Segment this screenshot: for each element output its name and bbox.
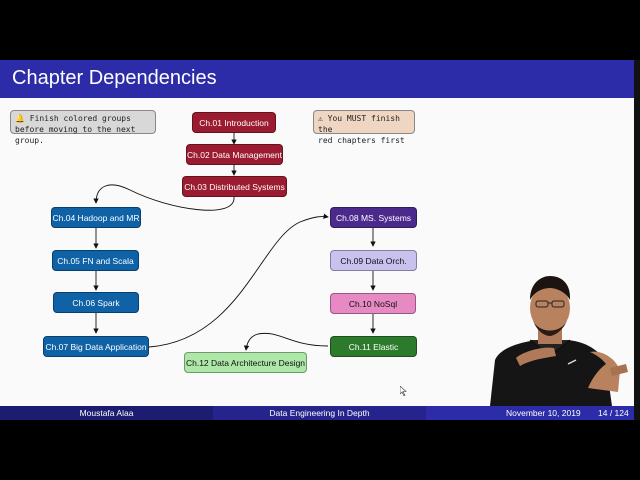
note-right-line1: You MUST finish the: [318, 114, 400, 134]
chapter-ch01[interactable]: Ch.01 Introduction: [192, 112, 276, 133]
chapter-ch06[interactable]: Ch.06 Spark: [53, 292, 139, 313]
footer: Moustafa Alaa Data Engineering In Depth …: [0, 406, 634, 420]
chapter-ch08[interactable]: Ch.08 MS. Systems: [330, 207, 417, 228]
footer-title-text: Data Engineering In Depth: [269, 408, 370, 418]
footer-author-text: Moustafa Alaa: [79, 408, 134, 418]
dependency-edges: [93, 133, 376, 351]
note-left-line2: before moving to the next group.: [15, 125, 136, 145]
slide: Chapter Dependencies 🔔 Finish colored gr…: [0, 60, 634, 420]
presenter-video: [450, 260, 634, 406]
chapter-ch12[interactable]: Ch.12 Data Architecture Design: [184, 352, 307, 373]
chapter-ch09[interactable]: Ch.09 Data Orch.: [330, 250, 417, 271]
note-red-chapters: ⚠ You MUST finish the red chapters first: [313, 110, 415, 145]
chapter-ch11[interactable]: Ch.11 Elastic: [330, 336, 417, 357]
chapter-ch07[interactable]: Ch.07 Big Data Application: [43, 336, 149, 357]
chapter-ch02[interactable]: Ch.02 Data Management: [186, 144, 283, 165]
slide-title: Chapter Dependencies: [12, 67, 217, 89]
mouse-cursor-icon: [400, 386, 407, 396]
note-left-line1: Finish colored groups: [29, 114, 131, 123]
title-bar: Chapter Dependencies: [0, 60, 634, 98]
chapter-ch10[interactable]: Ch.10 NoSql: [330, 293, 416, 314]
footer-date: November 10, 2019: [506, 408, 581, 418]
footer-title: Data Engineering In Depth: [213, 406, 426, 420]
chapter-ch03[interactable]: Ch.03 Distributed Systems: [182, 176, 287, 197]
edge-ch03-ch04: [93, 184, 235, 211]
bell-icon: 🔔: [15, 114, 25, 123]
warning-icon: ⚠: [318, 114, 323, 123]
footer-date-page: November 10, 2019 14 / 124: [426, 406, 634, 420]
edge-ch11-ch12: [243, 332, 329, 351]
note-right-line2: red chapters first: [318, 136, 405, 145]
chapter-ch05[interactable]: Ch.05 FN and Scala: [52, 250, 139, 271]
footer-author: Moustafa Alaa: [0, 406, 213, 420]
edge-ch07-ch08: [148, 213, 329, 348]
footer-page-number: 14 / 124: [598, 408, 629, 418]
video-frame-edge: [634, 60, 640, 420]
chapter-ch04[interactable]: Ch.04 Hadoop and MR: [51, 207, 141, 228]
note-finish-groups: 🔔 Finish colored groups before moving to…: [10, 110, 156, 145]
